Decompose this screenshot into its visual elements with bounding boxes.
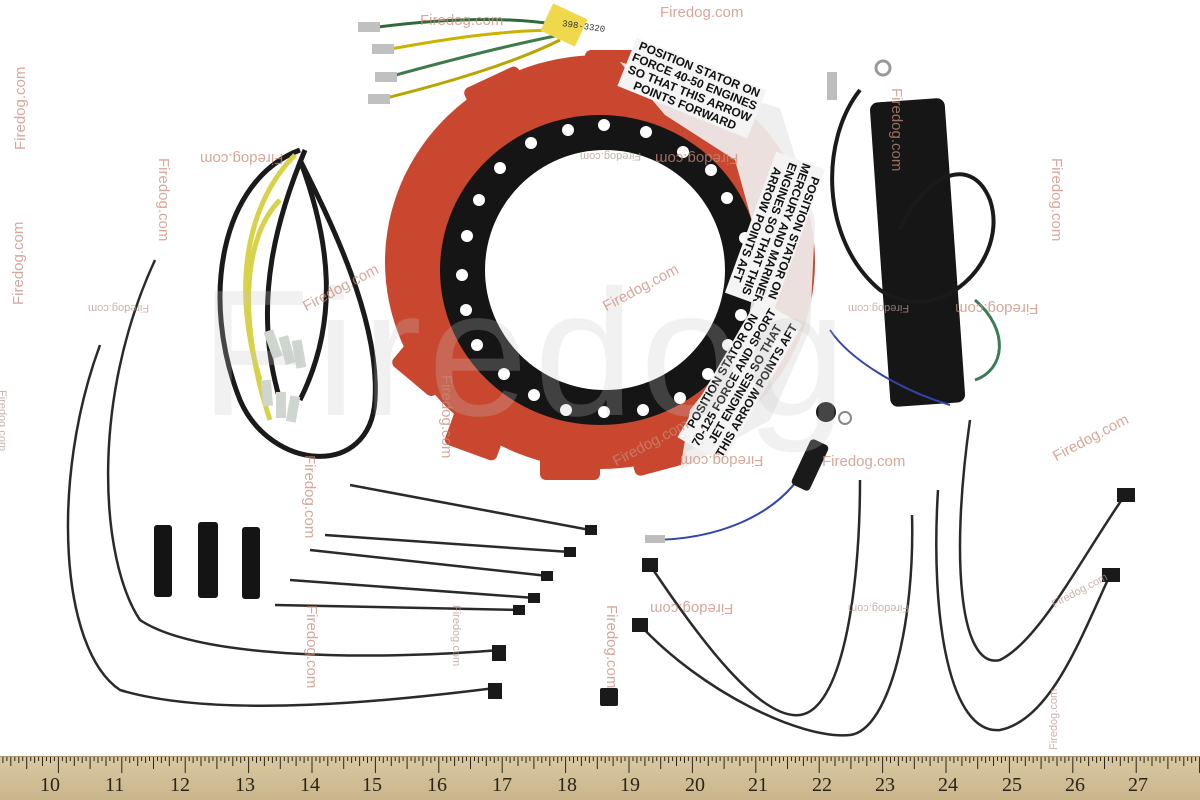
ruler-number: 24: [938, 774, 958, 796]
cable-ties: [66, 259, 1127, 737]
ruler-number: 12: [170, 774, 190, 796]
rectifier-module: [827, 59, 1001, 407]
watermark: Firedog.com: [10, 221, 27, 305]
measuring-ruler: 10 11 12 13 14 15 16 17 18 19 20 21 22 2…: [0, 756, 1200, 800]
stator-ring: [385, 50, 815, 480]
watermark: Firedog.com: [603, 605, 620, 689]
ruler-number: 19: [620, 774, 640, 796]
stator-lead-wires: [358, 3, 588, 104]
ruler-number: 14: [300, 774, 320, 796]
watermark: Firedog.com: [580, 150, 642, 162]
watermark: Firedog.com: [0, 390, 8, 452]
ruler-number: 11: [105, 774, 125, 796]
wire-harness: [217, 147, 378, 459]
ruler-ticks: [2, 757, 1200, 773]
ruler-number: 26: [1065, 774, 1085, 796]
cable-tie-heads: [488, 488, 1135, 706]
ruler-number: 15: [362, 774, 382, 796]
watermark: Firedog.com: [303, 605, 320, 689]
ruler-number: 10: [40, 774, 60, 796]
watermark: Firedog.com: [301, 455, 318, 539]
watermark: Firedog.com: [1048, 688, 1060, 750]
watermark: Firedog.com: [12, 66, 29, 150]
watermark: Firedog.com: [450, 605, 462, 667]
ruler-number: 23: [875, 774, 895, 796]
ruler-number: 22: [812, 774, 832, 796]
ruler-number: 27: [1128, 774, 1148, 796]
watermark: Firedog.com: [680, 452, 764, 469]
watermark: Firedog.com: [848, 602, 910, 614]
watermark: Firedog.com: [888, 88, 905, 172]
ruler-number: 18: [557, 774, 577, 796]
watermark: Firedog.com: [1048, 158, 1065, 242]
watermark: Firedog.com: [155, 158, 172, 242]
sensor-lead: [645, 402, 852, 543]
heat-shrink-tubes: [154, 522, 260, 599]
watermark: Firedog.com: [848, 302, 910, 314]
watermark-large: Firedog: [200, 253, 853, 454]
ruler-number: 21: [748, 774, 768, 796]
watermark: Firedog.com: [200, 150, 284, 167]
watermark: Firedog.com: [650, 600, 734, 617]
ruler-number: 16: [427, 774, 447, 796]
watermark: Firedog.com: [660, 4, 744, 21]
watermark: Firedog.com: [955, 300, 1039, 317]
watermark: Firedog.com: [438, 375, 455, 459]
watermark: Firedog.com: [655, 150, 739, 167]
ruler-number: 13: [235, 774, 255, 796]
watermark: Firedog.com: [88, 302, 150, 314]
ruler-number: 17: [492, 774, 512, 796]
watermark: Firedog.com: [420, 12, 504, 29]
ruler-number: 25: [1002, 774, 1022, 796]
watermark: Firedog.com: [822, 453, 906, 470]
harness-terminals: [260, 329, 307, 423]
ruler-number: 20: [685, 774, 705, 796]
